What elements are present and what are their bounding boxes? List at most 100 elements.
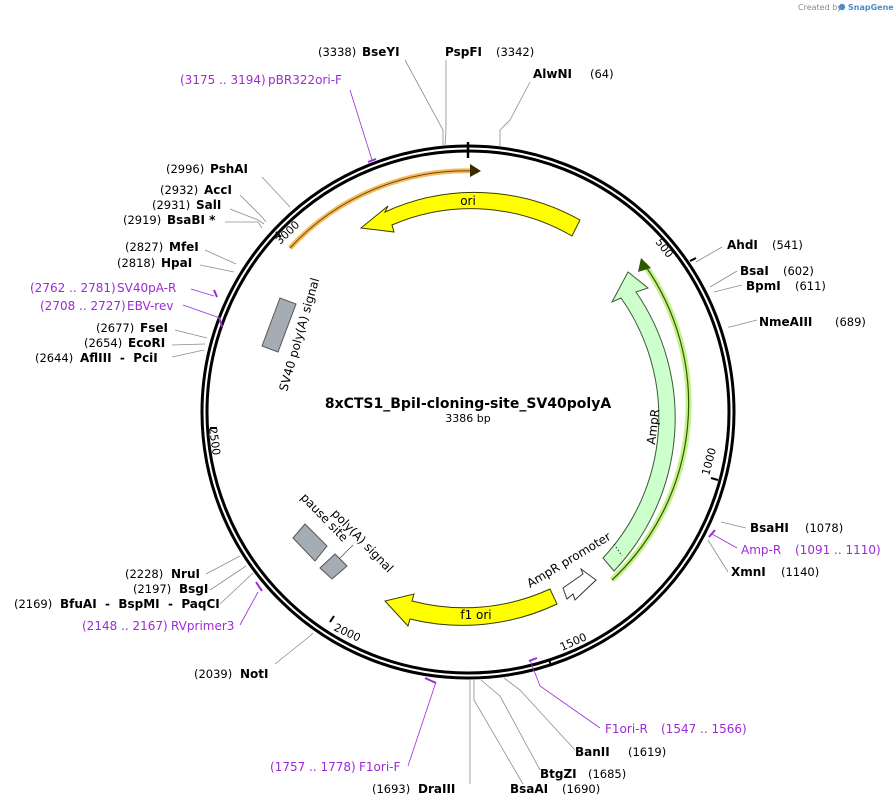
enzyme-pos-bsahi: (1078) xyxy=(805,521,843,535)
primer-range-rvprimer3: (2148 .. 2167) xyxy=(82,619,168,633)
snapgene-brand: SnapGene xyxy=(848,3,894,12)
ampr-dotted-mark xyxy=(613,543,623,557)
enzyme-pos-mfei: (2827) xyxy=(125,240,163,254)
enzyme-name-bsaai[interactable]: BsaAI xyxy=(510,782,548,796)
enzyme-name-btgzi[interactable]: BtgZI xyxy=(540,767,577,781)
enzyme-pos-xmni: (1140) xyxy=(781,565,819,579)
primer-leaders xyxy=(182,89,738,767)
polya-signal-block[interactable] xyxy=(292,523,328,562)
enzyme-pos-ahdi: (541) xyxy=(772,238,803,252)
enzyme-name-bseyi[interactable]: BseYI xyxy=(362,45,400,59)
enzyme-name-xmni[interactable]: XmnI xyxy=(731,565,766,579)
enzyme-name-acci[interactable]: AccI xyxy=(204,183,232,197)
tick-mark-500 xyxy=(689,257,697,262)
ampr-promoter-arrow[interactable] xyxy=(562,567,597,601)
primer-range-sv40pa: (2762 .. 2781) xyxy=(30,281,116,295)
enzyme-pos-bsaai: (1690) xyxy=(562,782,600,796)
enzyme-pos-btgzi: (1685) xyxy=(588,767,626,781)
ampr-feature-arrow[interactable] xyxy=(602,271,676,572)
ori-feature-label: ori xyxy=(460,194,476,208)
enzyme-name-bpmi[interactable]: BpmI xyxy=(746,279,781,293)
primer-name-f1orif[interactable]: F1ori-F xyxy=(359,760,400,774)
primer-name-pbr322ori[interactable]: pBR322ori-F xyxy=(268,73,342,87)
enzyme-name-hpai[interactable]: HpaI xyxy=(161,256,192,270)
enzyme-pos-bsgi: (2197) xyxy=(133,582,171,596)
primer-name-ebvrev[interactable]: EBV-rev xyxy=(127,299,173,313)
f1-ori-feature-label: f1 ori xyxy=(460,608,491,622)
enzyme-name-noti[interactable]: NotI xyxy=(240,667,269,681)
enzyme-pos-fsei: (2677) xyxy=(96,321,134,335)
enzyme-name-banii[interactable]: BanII xyxy=(575,745,610,759)
primer-range-f1orif: (1757 .. 1778) xyxy=(270,760,356,774)
enzyme-name-fsei[interactable]: FseI xyxy=(140,321,168,335)
ampr-promoter-label: AmpR promoter xyxy=(524,529,613,590)
enzyme-name-pshai[interactable]: PshAI xyxy=(210,162,248,176)
enzyme-name-ecori[interactable]: EcoRI xyxy=(128,336,165,350)
enzyme-pos-pspfi: (3342) xyxy=(496,45,534,59)
tick-marks xyxy=(210,231,719,667)
enzyme-pos-bseyi: (3338) xyxy=(318,45,356,59)
enzyme-name-alwni[interactable]: AlwNI xyxy=(533,67,572,81)
primer-name-sv40pa[interactable]: SV40pA-R xyxy=(117,281,176,295)
tick-mark-2000 xyxy=(329,615,335,623)
tick-mark-1000 xyxy=(710,477,719,481)
primer-range-pbr322ori: (3175 .. 3194) xyxy=(180,73,266,87)
enzyme-name-bfuai[interactable]: BfuAI - BspMI - PaqCI xyxy=(60,597,220,611)
ampr-feature-label: AmpR xyxy=(644,408,662,445)
enzyme-pos-ecori: (2654) xyxy=(84,336,122,350)
ampr-highlight-arrowhead xyxy=(638,258,651,272)
enzyme-name-draiii[interactable]: DraIII xyxy=(418,782,455,796)
enzyme-name-nrui[interactable]: NruI xyxy=(171,567,200,581)
enzyme-pos-pshai: (2996) xyxy=(166,162,204,176)
polya-connector-line xyxy=(339,544,354,559)
ori-highlight-line xyxy=(289,170,479,249)
enzyme-pos-alwni: (64) xyxy=(590,67,614,81)
enzyme-name-bsahi[interactable]: BsaHI xyxy=(750,521,789,535)
tick-mark-3000 xyxy=(275,231,282,238)
enzyme-pos-hpai: (2818) xyxy=(117,256,155,270)
enzyme-name-ahdi[interactable]: AhdI xyxy=(727,238,758,252)
primer-range-f1orir: (1547 .. 1566) xyxy=(661,722,747,736)
enzyme-name-nmeaiii[interactable]: NmeAIII xyxy=(759,315,812,329)
enzyme-pos-nrui: (2228) xyxy=(125,567,163,581)
sv40-polya-block[interactable] xyxy=(261,297,297,353)
tick-label-1000: 1000 xyxy=(699,446,719,476)
enzyme-pos-bsabi: (2919) xyxy=(123,213,161,227)
enzyme-name-bsabi[interactable]: BsaBI * xyxy=(167,213,216,227)
snapgene-logo-icon xyxy=(838,3,846,11)
enzyme-pos-draiii: (1693) xyxy=(372,782,410,796)
enzyme-name-pspfi[interactable]: PspFI xyxy=(445,45,482,59)
plasmid-size: 3386 bp xyxy=(445,412,490,425)
primer-name-rvprimer3[interactable]: RVprimer3 xyxy=(171,619,234,633)
leader-lines xyxy=(171,59,758,785)
plasmid-name: 8xCTS1_BpiI-cloning-site_SV40polyA xyxy=(325,396,611,412)
enzyme-pos-bfuai: (2169) xyxy=(14,597,52,611)
primer-name-f1orir[interactable]: F1ori-R xyxy=(605,722,648,736)
enzyme-pos-acci: (2932) xyxy=(160,183,198,197)
ampr-highlight-line xyxy=(611,263,690,581)
primer-range-ebvrev: (2708 .. 2727) xyxy=(40,299,126,313)
ori-feature-arrow[interactable] xyxy=(359,191,581,237)
enzyme-name-afliii[interactable]: AflIII - PciI xyxy=(80,351,158,365)
tick-label-2500: 2500 xyxy=(206,427,223,457)
enzyme-name-bsai[interactable]: BsaI xyxy=(740,264,769,278)
enzyme-pos-noti: (2039) xyxy=(194,667,232,681)
enzyme-pos-sali: (2931) xyxy=(152,198,190,212)
f1-ori-feature-arrow[interactable] xyxy=(384,588,558,627)
enzyme-pos-nmeaiii: (689) xyxy=(835,315,866,329)
enzyme-pos-afliii: (2644) xyxy=(35,351,73,365)
enzyme-pos-bsai: (602) xyxy=(783,264,814,278)
created-by-credit: Created by xyxy=(798,3,842,12)
tick-label-2000: 2000 xyxy=(332,621,363,645)
enzyme-name-sali[interactable]: SalI xyxy=(196,198,221,212)
enzyme-name-bsgi[interactable]: BsgI xyxy=(179,582,208,596)
enzyme-pos-banii: (1619) xyxy=(628,745,666,759)
primer-range-ampr: (1091 .. 1110) xyxy=(795,543,881,557)
primer-name-ampr[interactable]: Amp-R xyxy=(741,543,781,557)
pause-site-block[interactable] xyxy=(319,553,348,580)
enzyme-name-mfei[interactable]: MfeI xyxy=(169,240,199,254)
enzyme-pos-bpmi: (611) xyxy=(795,279,826,293)
tick-mark-1500 xyxy=(548,658,552,667)
ori-highlight-arrowhead xyxy=(470,164,481,177)
